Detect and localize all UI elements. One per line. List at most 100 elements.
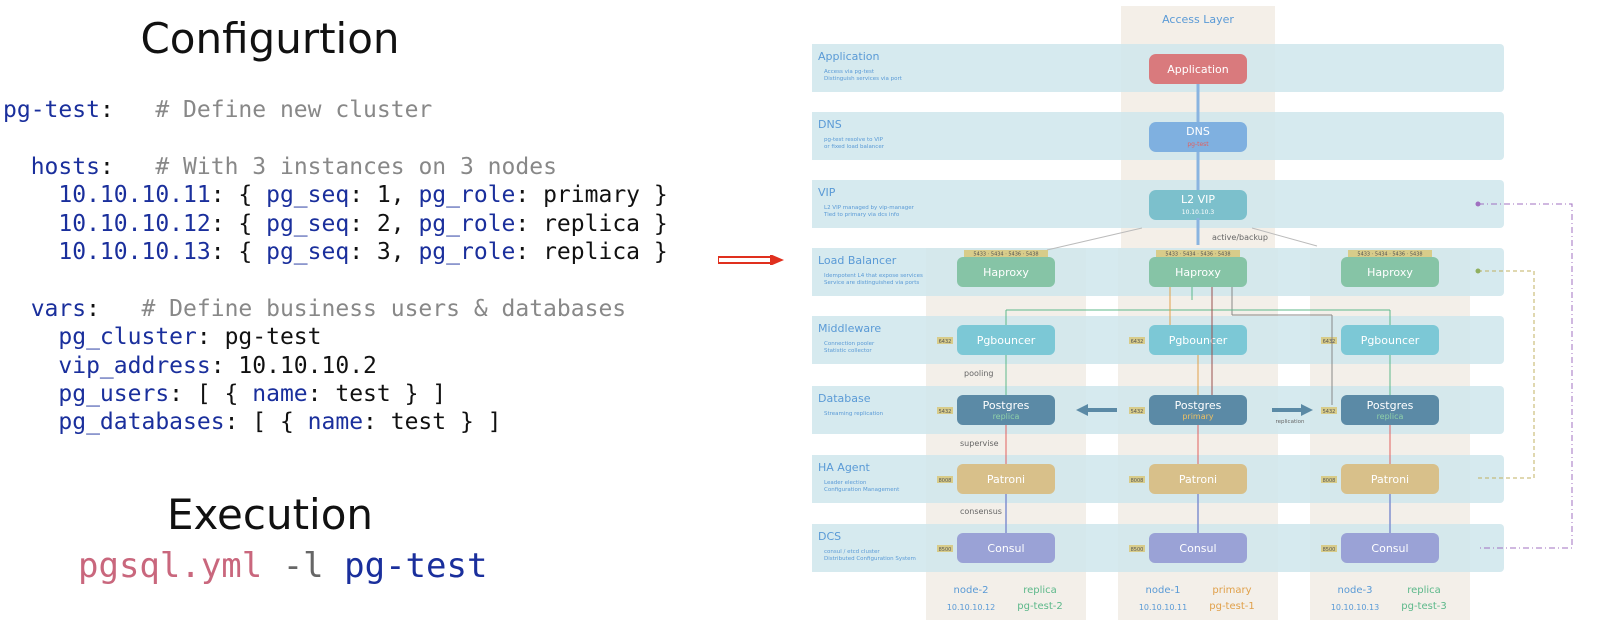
component-label: Patroni bbox=[1371, 473, 1409, 486]
component-box-postgres bbox=[1149, 395, 1247, 425]
code-text bbox=[3, 381, 58, 407]
component-label: Postgres bbox=[983, 399, 1030, 412]
layer-title: HA Agent bbox=[818, 461, 871, 474]
component-box-postgres bbox=[957, 395, 1055, 425]
layer-title: VIP bbox=[818, 186, 836, 199]
layer-desc: pg-test resolve to VIP bbox=[824, 137, 884, 143]
port-tag bbox=[1129, 476, 1145, 483]
code-text: : 10.10.10.2 bbox=[210, 352, 377, 379]
code-key: pg_users bbox=[58, 380, 170, 407]
component-box-consul bbox=[1149, 533, 1247, 563]
node-box-dns bbox=[1149, 122, 1247, 152]
port-tag bbox=[964, 250, 1048, 257]
code-line: vars: # Define business users & database… bbox=[3, 295, 668, 323]
code-text: : bbox=[86, 295, 142, 322]
code-key: pg_role bbox=[418, 182, 516, 209]
component-box-haproxy bbox=[957, 257, 1055, 287]
layer-desc: Statistic collector bbox=[824, 348, 872, 354]
node-name: node-2 bbox=[954, 585, 989, 596]
port-tag bbox=[937, 337, 953, 344]
code-line: 10.10.10.13: { pg_seq: 3, pg_role: repli… bbox=[3, 238, 667, 266]
node-ip: 10.10.10.13 bbox=[1331, 603, 1379, 612]
node-name: node-3 bbox=[1338, 585, 1373, 596]
code-text bbox=[3, 353, 58, 379]
code-text: : [ { bbox=[224, 409, 308, 436]
supervise-label: supervise bbox=[960, 439, 999, 448]
node-role: primary bbox=[1212, 585, 1251, 596]
limit-option: -l bbox=[262, 546, 345, 586]
replication-arrowhead bbox=[1301, 404, 1313, 416]
port-label: 5433 · 5434 · 5436 · 5438 bbox=[1357, 252, 1422, 258]
layer-title: Middleware bbox=[818, 322, 881, 335]
layer-desc: L2 VIP managed by vip-manager bbox=[824, 205, 915, 211]
code-line bbox=[3, 266, 668, 294]
port-label: 8008 bbox=[939, 478, 952, 484]
component-box-pgbouncer bbox=[1341, 325, 1439, 355]
code-key: 10.10.10.11 bbox=[58, 182, 211, 209]
code-key: pg_seq bbox=[266, 238, 350, 265]
code-text: : bbox=[99, 97, 156, 123]
port-label: 8008 bbox=[1131, 478, 1144, 484]
component-box-consul bbox=[957, 533, 1055, 563]
component-box-haproxy bbox=[1341, 257, 1439, 287]
replication-arrowhead bbox=[1076, 404, 1088, 416]
code-text: : primary } bbox=[515, 182, 668, 209]
node-sub: pg-test bbox=[1187, 141, 1209, 148]
port-label: 8500 bbox=[1131, 547, 1144, 553]
access-layer-label: Access Layer bbox=[1162, 13, 1234, 26]
component-label: Postgres bbox=[1367, 399, 1414, 412]
layer-desc: Service are distinguished via ports bbox=[824, 280, 919, 286]
port-tag bbox=[1348, 250, 1432, 257]
node-role: replica bbox=[1023, 585, 1057, 596]
layer-title: DCS bbox=[818, 530, 841, 543]
node-role: replica bbox=[1407, 585, 1441, 596]
component-label: Pgbouncer bbox=[1169, 334, 1228, 347]
code-text: : bbox=[99, 153, 156, 180]
code-key: name bbox=[307, 409, 364, 436]
port-label: 8008 bbox=[1323, 478, 1336, 484]
component-box-patroni bbox=[957, 464, 1055, 494]
component-box-pgbouncer bbox=[957, 325, 1055, 355]
layer-desc: Configuration Management bbox=[824, 487, 900, 493]
node-sub: 10.10.10.3 bbox=[1182, 209, 1215, 216]
lb-ha-link bbox=[1478, 270, 1535, 479]
component-box-pgbouncer bbox=[1149, 325, 1247, 355]
component-label: Haproxy bbox=[1175, 266, 1221, 279]
layer-desc: Connection pooler bbox=[824, 341, 875, 347]
vip-link bbox=[1251, 227, 1318, 247]
code-key: pg-test bbox=[3, 97, 100, 123]
code-text bbox=[3, 211, 58, 237]
pooling-label: pooling bbox=[964, 369, 993, 378]
configuration-heading: Configurtion bbox=[140, 14, 400, 63]
layer-desc: Idempotent L4 that expose services bbox=[824, 273, 923, 279]
code-line: pg_cluster: pg-test bbox=[3, 323, 668, 351]
node-label: Application bbox=[1167, 63, 1228, 76]
layer-desc: Streaming replication bbox=[824, 411, 884, 417]
port-label: 5432 bbox=[1131, 409, 1144, 415]
code-key: vars bbox=[30, 295, 87, 322]
layer-desc: Leader election bbox=[824, 480, 867, 486]
component-label: Haproxy bbox=[1367, 266, 1413, 279]
config-code-block: pg-test: # Define new cluster hosts: # W… bbox=[3, 96, 668, 437]
execution-heading: Execution bbox=[166, 490, 374, 539]
code-comment: # Define business users & databases bbox=[141, 295, 627, 322]
port-label: 5432 bbox=[1323, 409, 1336, 415]
port-tag bbox=[1321, 407, 1337, 414]
code-text: : { bbox=[210, 238, 267, 265]
layer-desc: consul / etcd cluster bbox=[824, 549, 880, 555]
layer-title: DNS bbox=[818, 118, 842, 131]
port-tag bbox=[1129, 337, 1145, 344]
node-box-app bbox=[1149, 54, 1247, 84]
playbook-file: pgsql.yml bbox=[78, 546, 263, 586]
code-line: 10.10.10.11: { pg_seq: 1, pg_role: prima… bbox=[3, 181, 668, 209]
node-name: node-1 bbox=[1146, 585, 1181, 596]
port-tag bbox=[1129, 407, 1145, 414]
layer-desc: Distinguish services via port bbox=[824, 76, 903, 82]
port-label: 6432 bbox=[939, 339, 952, 345]
code-line: 10.10.10.12: { pg_seq: 2, pg_role: repli… bbox=[3, 210, 667, 238]
layer-desc: Tied to primary via dcs info bbox=[823, 212, 900, 218]
code-line: hosts: # With 3 instances on 3 nodes bbox=[3, 153, 668, 181]
code-comment: # Define new cluster bbox=[155, 97, 433, 123]
code-text: : test } ] bbox=[363, 409, 502, 436]
layer-desc: or fixed load balancer bbox=[824, 144, 885, 150]
